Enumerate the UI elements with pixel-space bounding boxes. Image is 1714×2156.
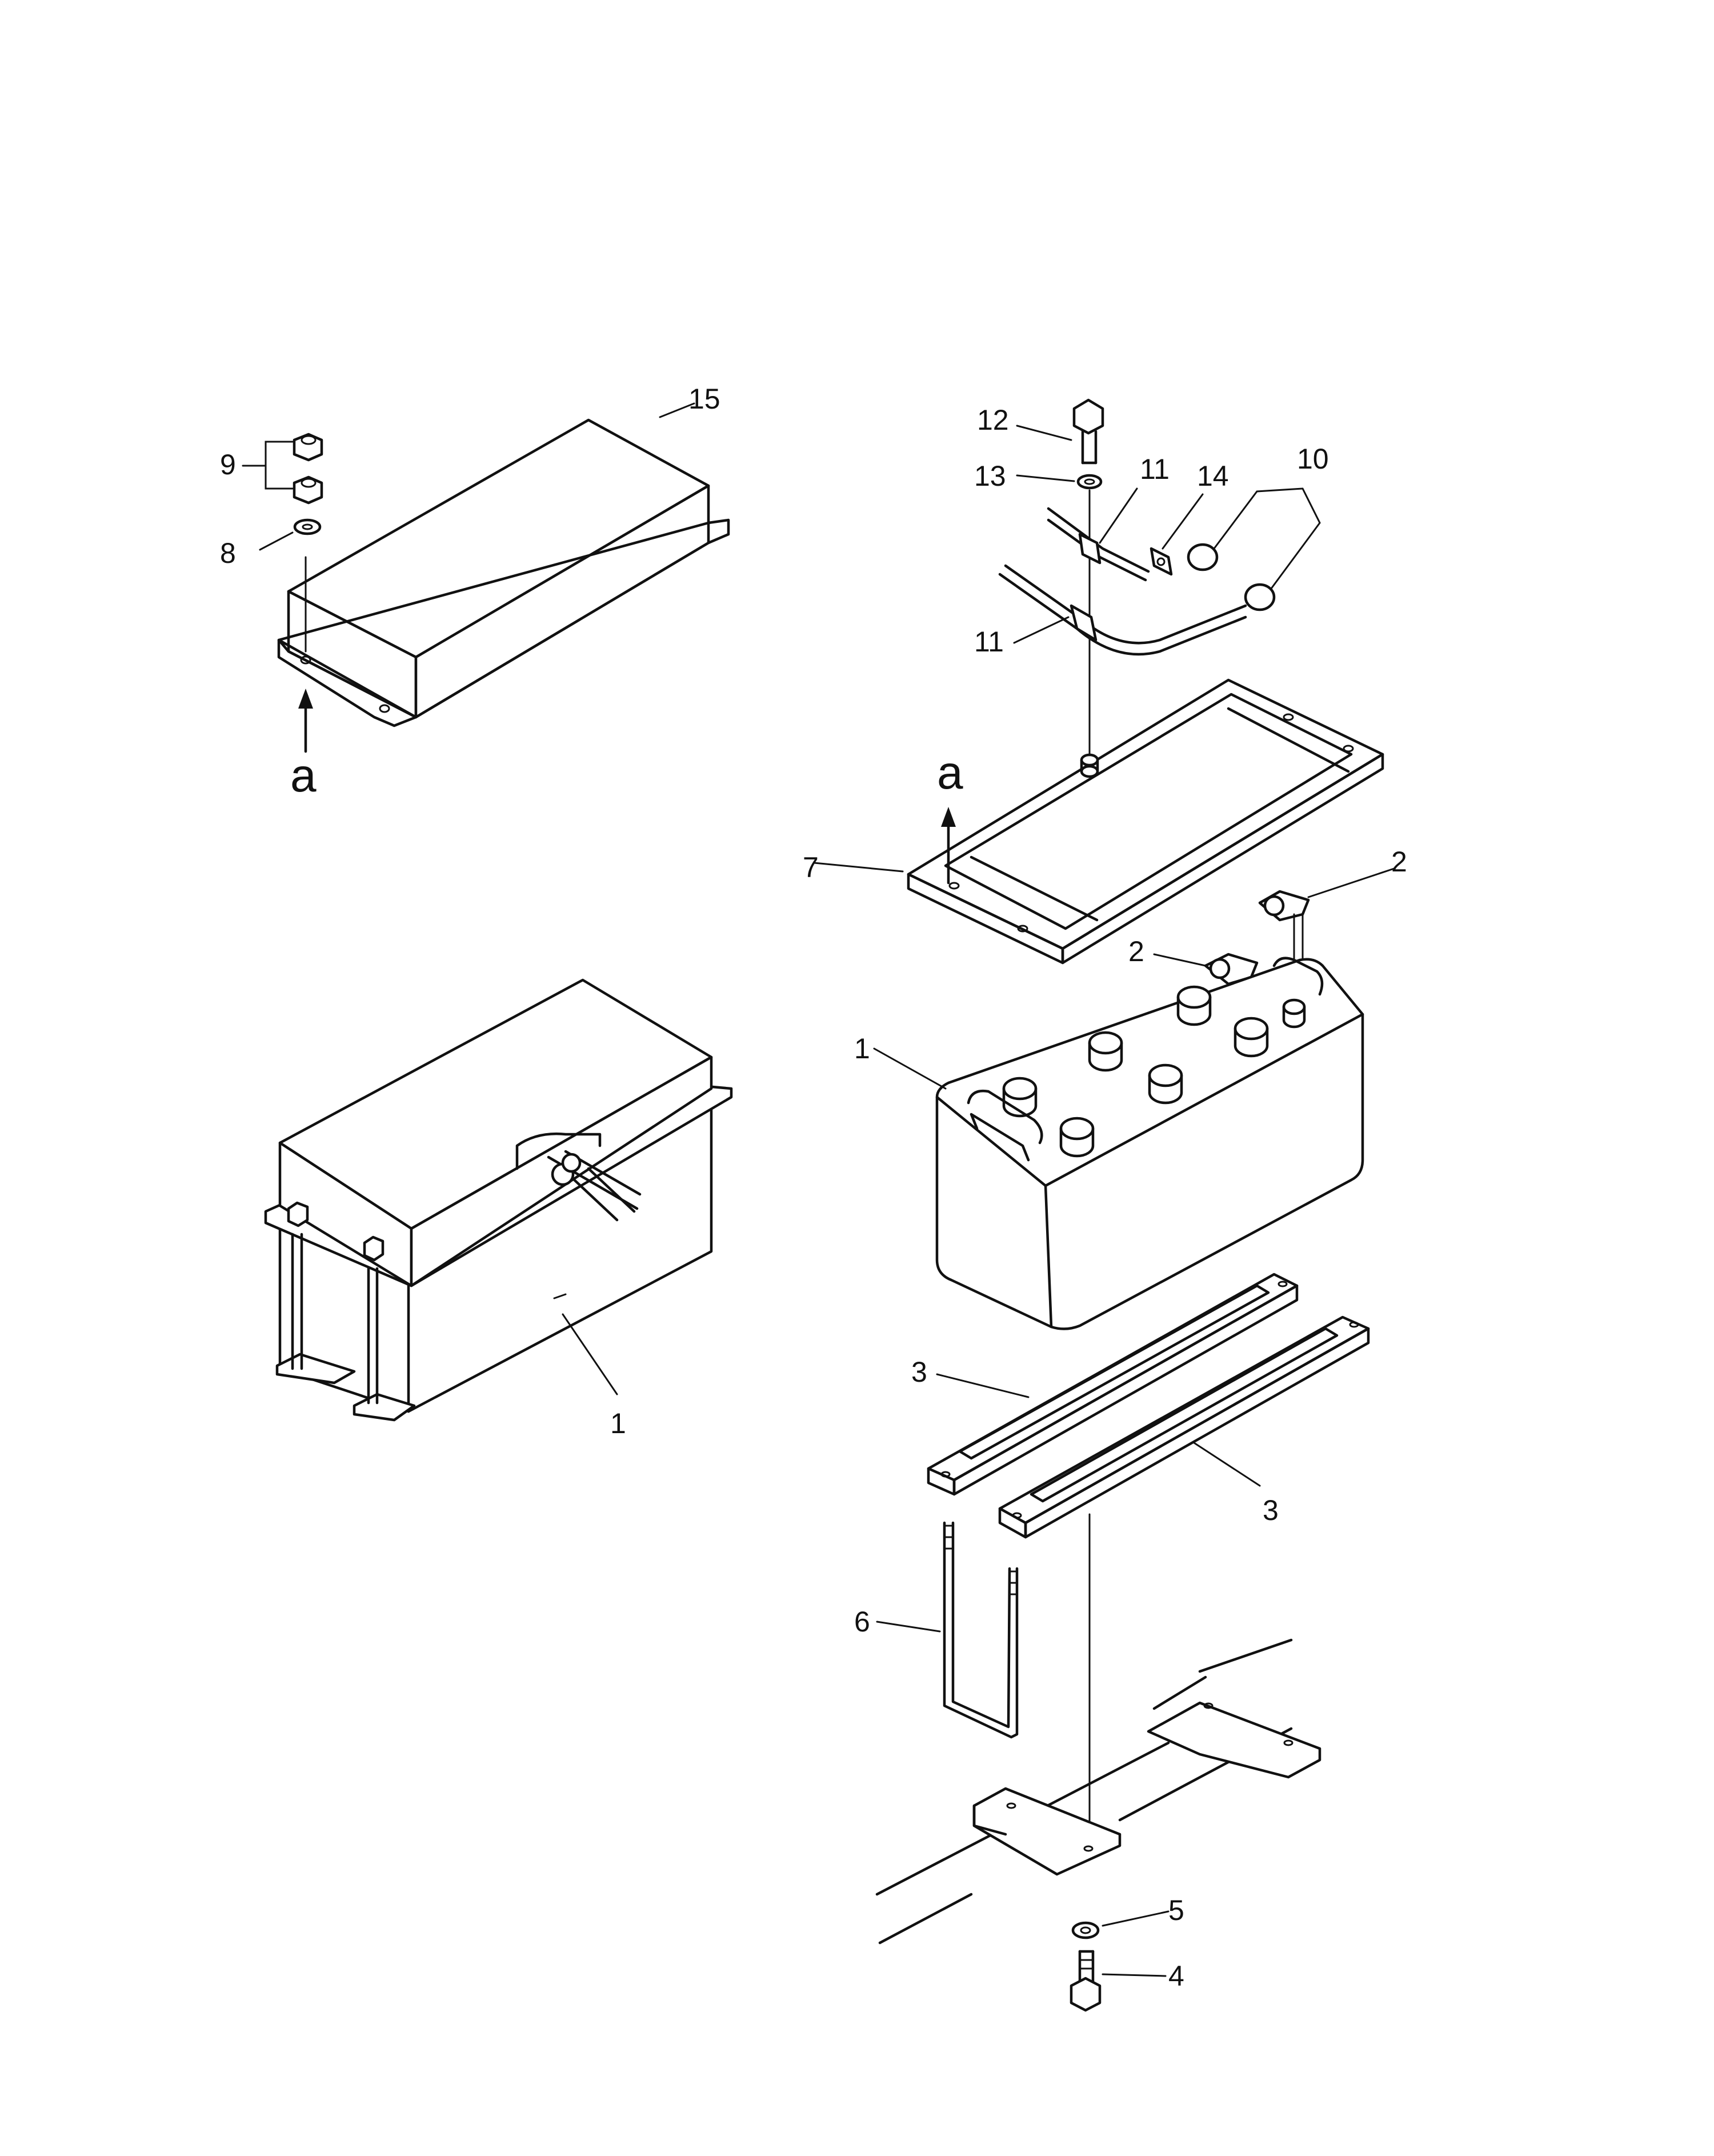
terminal-part-14 (1150, 547, 1173, 576)
label-part-13: 13 (974, 460, 1006, 492)
washer-part-13 (1076, 474, 1103, 490)
washer-part-5 (1071, 1921, 1100, 1939)
label-view-a-right: a (937, 747, 963, 799)
label-part-9: 9 (220, 449, 236, 481)
label-part-12: 12 (977, 404, 1009, 436)
clamp-part-11 (1070, 533, 1102, 642)
label-part-2-left: 2 (1128, 935, 1144, 967)
label-part-6: 6 (854, 1606, 870, 1638)
label-part-15: 15 (688, 383, 720, 415)
label-part-10: 10 (1297, 443, 1329, 475)
battery-part-1 (935, 957, 1364, 1330)
battery-cell-caps (1002, 985, 1306, 1158)
label-part-14: 14 (1197, 460, 1229, 492)
label-part-4: 4 (1168, 1960, 1184, 1992)
rail-part-3 (927, 1273, 1370, 1539)
washer-part-8 (293, 518, 322, 535)
battery-cover-part-15 (277, 418, 730, 727)
label-part-11-top: 11 (1140, 453, 1170, 485)
label-view-a-left: a (290, 750, 317, 802)
label-part-1-right: 1 (854, 1033, 870, 1065)
label-part-11-bottom: 11 (974, 626, 1004, 658)
label-part-7: 7 (803, 851, 819, 883)
bolt-part-4 (1070, 1950, 1102, 2012)
hold-down-frame-part-7 (907, 678, 1384, 965)
label-part-8: 8 (220, 537, 236, 569)
assembled-battery-view (264, 978, 733, 1422)
label-part-1-left: 1 (610, 1407, 626, 1439)
nut-part-9 (293, 433, 323, 505)
label-part-3-lower: 3 (1263, 1494, 1279, 1526)
label-part-3-upper: 3 (911, 1356, 927, 1388)
machine-frame (875, 1638, 1321, 1945)
terminal-part-2 (1204, 890, 1310, 986)
label-part-2-right: 2 (1391, 846, 1407, 878)
u-bolt-part-6 (943, 1521, 1019, 1739)
battery-cable-part-10 (998, 507, 1276, 656)
label-part-5: 5 (1168, 1894, 1184, 1926)
bolt-part-12 (1072, 398, 1104, 465)
